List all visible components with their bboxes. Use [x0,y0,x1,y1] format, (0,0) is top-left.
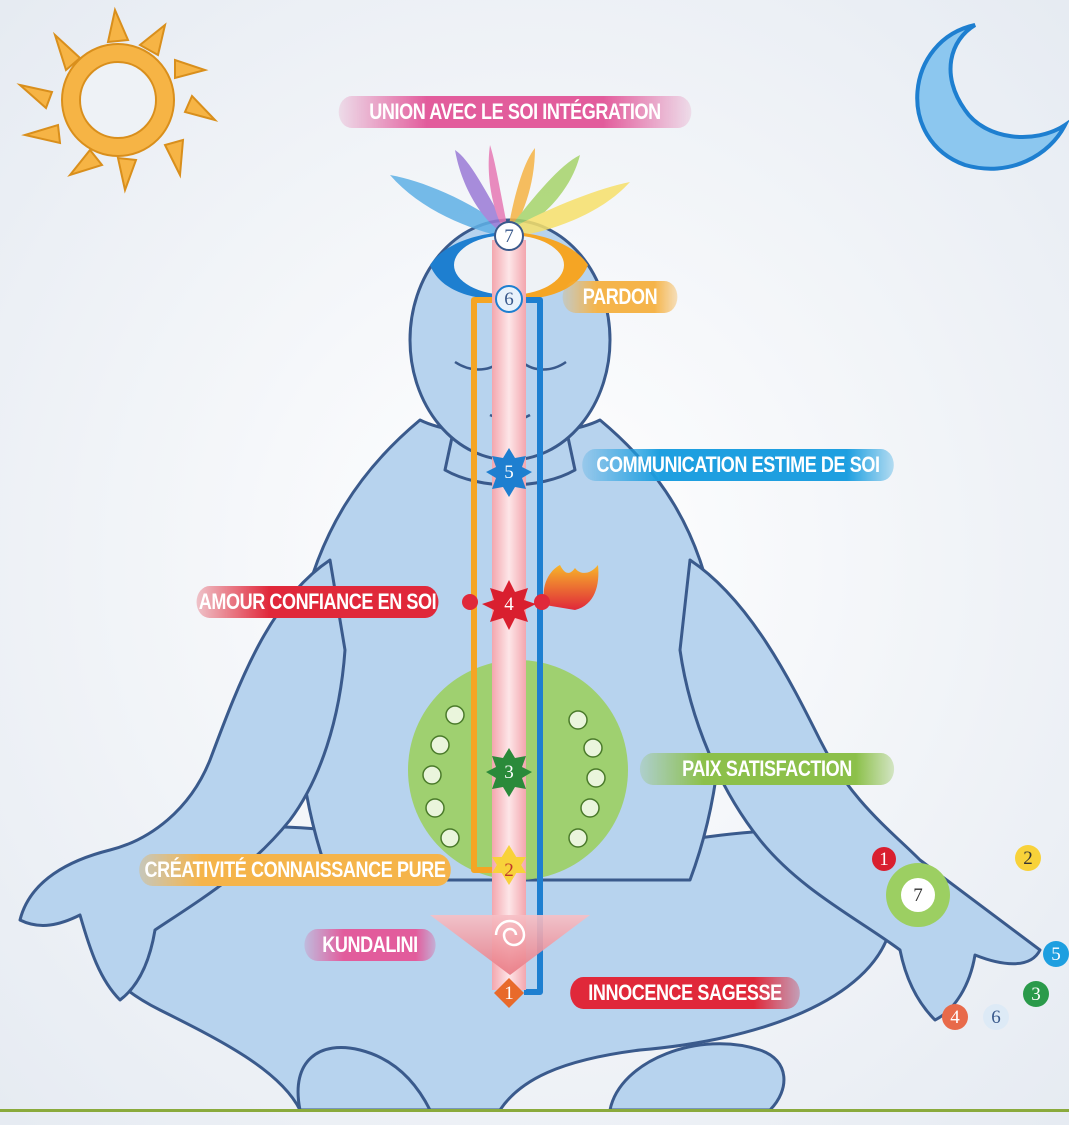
banner-paix-label: PAIX SATISFACTION [682,756,852,781]
hand-4-number: 4 [946,1008,964,1027]
banner-pardon-label: PARDON [583,284,657,309]
chakra-5-number: 5 [500,463,518,482]
chakra-6-number: 6 [500,290,518,309]
banner-creativite: CRÉATIVITÉ CONNAISSANCE PURE [139,854,451,886]
banner-communication-label: COMMUNICATION ESTIME DE SOI [596,452,879,477]
banner-paix: PAIX SATISFACTION [640,753,894,785]
hand-1-number: 1 [875,850,893,869]
hand-7-number: 7 [909,886,927,905]
chakra-4-number: 4 [500,595,518,614]
hand-3-number: 3 [1027,985,1045,1004]
bottom-rule [0,1109,1069,1112]
hand-2-number: 2 [1019,849,1037,868]
banner-kundalini-label: KUNDALINI [322,932,418,957]
banner-pardon: PARDON [563,281,678,313]
right-heart-dot [534,594,550,610]
chakra-2-number: 2 [500,861,518,880]
banner-kundalini: KUNDALINI [304,929,435,961]
banner-union-label: UNION AVEC LE SOI INTÉGRATION [369,99,660,124]
banner-amour-label: AMOUR CONFIANCE EN SOI [199,589,437,614]
banner-union: UNION AVEC LE SOI INTÉGRATION [339,96,692,128]
banner-innocence: INNOCENCE SAGESSE [570,977,800,1009]
left-heart-dot [462,594,478,610]
chakra-1-number: 1 [500,984,518,1003]
banner-communication: COMMUNICATION ESTIME DE SOI [582,449,894,481]
banner-creativite-label: CRÉATIVITÉ CONNAISSANCE PURE [145,857,446,882]
chakra-7-number: 7 [500,227,518,246]
hand-6-number: 6 [987,1008,1005,1027]
banner-innocence-label: INNOCENCE SAGESSE [588,980,782,1005]
banner-amour: AMOUR CONFIANCE EN SOI [197,586,439,618]
chakra-3-number: 3 [500,763,518,782]
hand-5-number: 5 [1047,945,1065,964]
